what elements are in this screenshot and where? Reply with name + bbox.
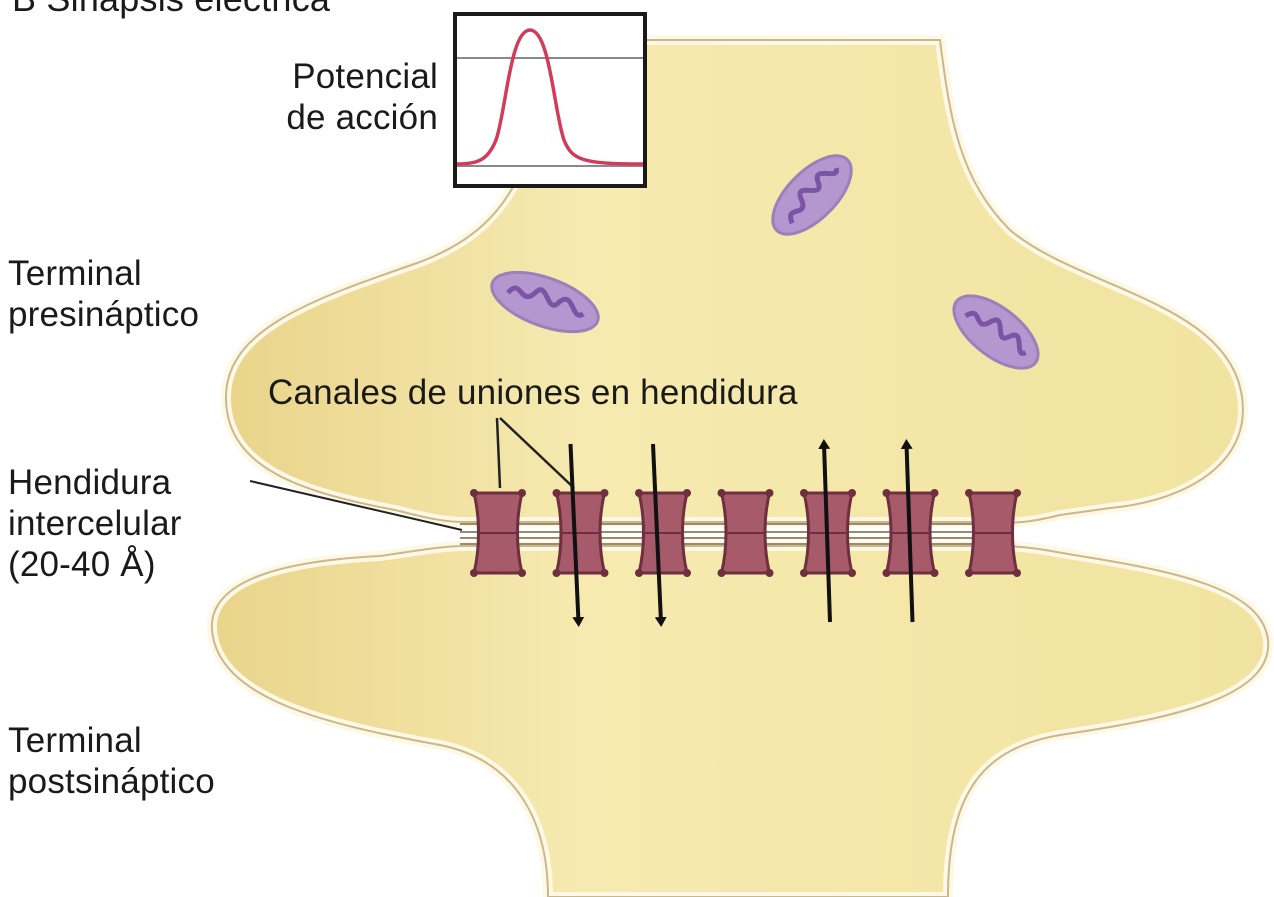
action-potential-label-line1: Potencial — [254, 56, 438, 97]
gap-junction-channel — [553, 489, 609, 577]
postsynaptic-terminal — [212, 546, 1268, 897]
presynaptic-label: Terminal presináptico — [8, 253, 199, 335]
postsynaptic-label: Terminal postsináptico — [8, 720, 215, 802]
postsynaptic-label-line1: Terminal — [8, 720, 215, 761]
gap-junction-channel — [635, 489, 691, 577]
presynaptic-label-line2: presináptico — [8, 294, 199, 335]
diagram-title: B Sinapsis eléctrica — [12, 0, 330, 19]
postsynaptic-label-line2: postsináptico — [8, 761, 215, 802]
action-potential-label: Potencial de acción — [254, 56, 438, 138]
cleft-label-line2: intercelular — [8, 503, 182, 544]
cleft-label-line3: (20-40 Å) — [8, 544, 182, 585]
action-potential-label-line2: de acción — [254, 97, 438, 138]
presynaptic-label-line1: Terminal — [8, 253, 199, 294]
gap-junction-channel — [718, 489, 774, 577]
gap-junction-channels-label: Canales de uniones en hendidura — [268, 372, 798, 413]
cleft-label-line1: Hendidura — [8, 462, 182, 503]
intercellular-cleft-label: Hendidura intercelular (20-40 Å) — [8, 462, 182, 585]
action-potential-inset — [455, 14, 645, 186]
gap-junction-channel — [470, 489, 526, 577]
gap-junction-channel — [965, 489, 1021, 577]
